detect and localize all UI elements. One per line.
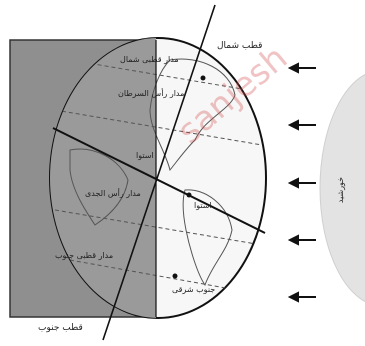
equator-right-label: استوا	[194, 201, 212, 210]
arctic-circle-label: مدار قطبی شمال	[120, 55, 179, 64]
south-point-label: جنوب شرقی	[172, 285, 215, 294]
arctic-dot	[201, 76, 206, 81]
sun-label: خورشید	[336, 177, 345, 203]
equator-dot	[187, 193, 192, 198]
south-pole-label: قطب جنوب	[38, 323, 83, 333]
tropic-capricorn-label: مدار رأس الجدی	[85, 188, 141, 198]
sun-rays	[290, 64, 316, 301]
antarctic-circle-label: مدار قطبی جنوب	[55, 251, 113, 260]
tropic-cancer-label: مدار رأس السرطان	[118, 88, 184, 98]
equator-label: استوا	[136, 151, 154, 160]
south-dot	[173, 274, 178, 279]
